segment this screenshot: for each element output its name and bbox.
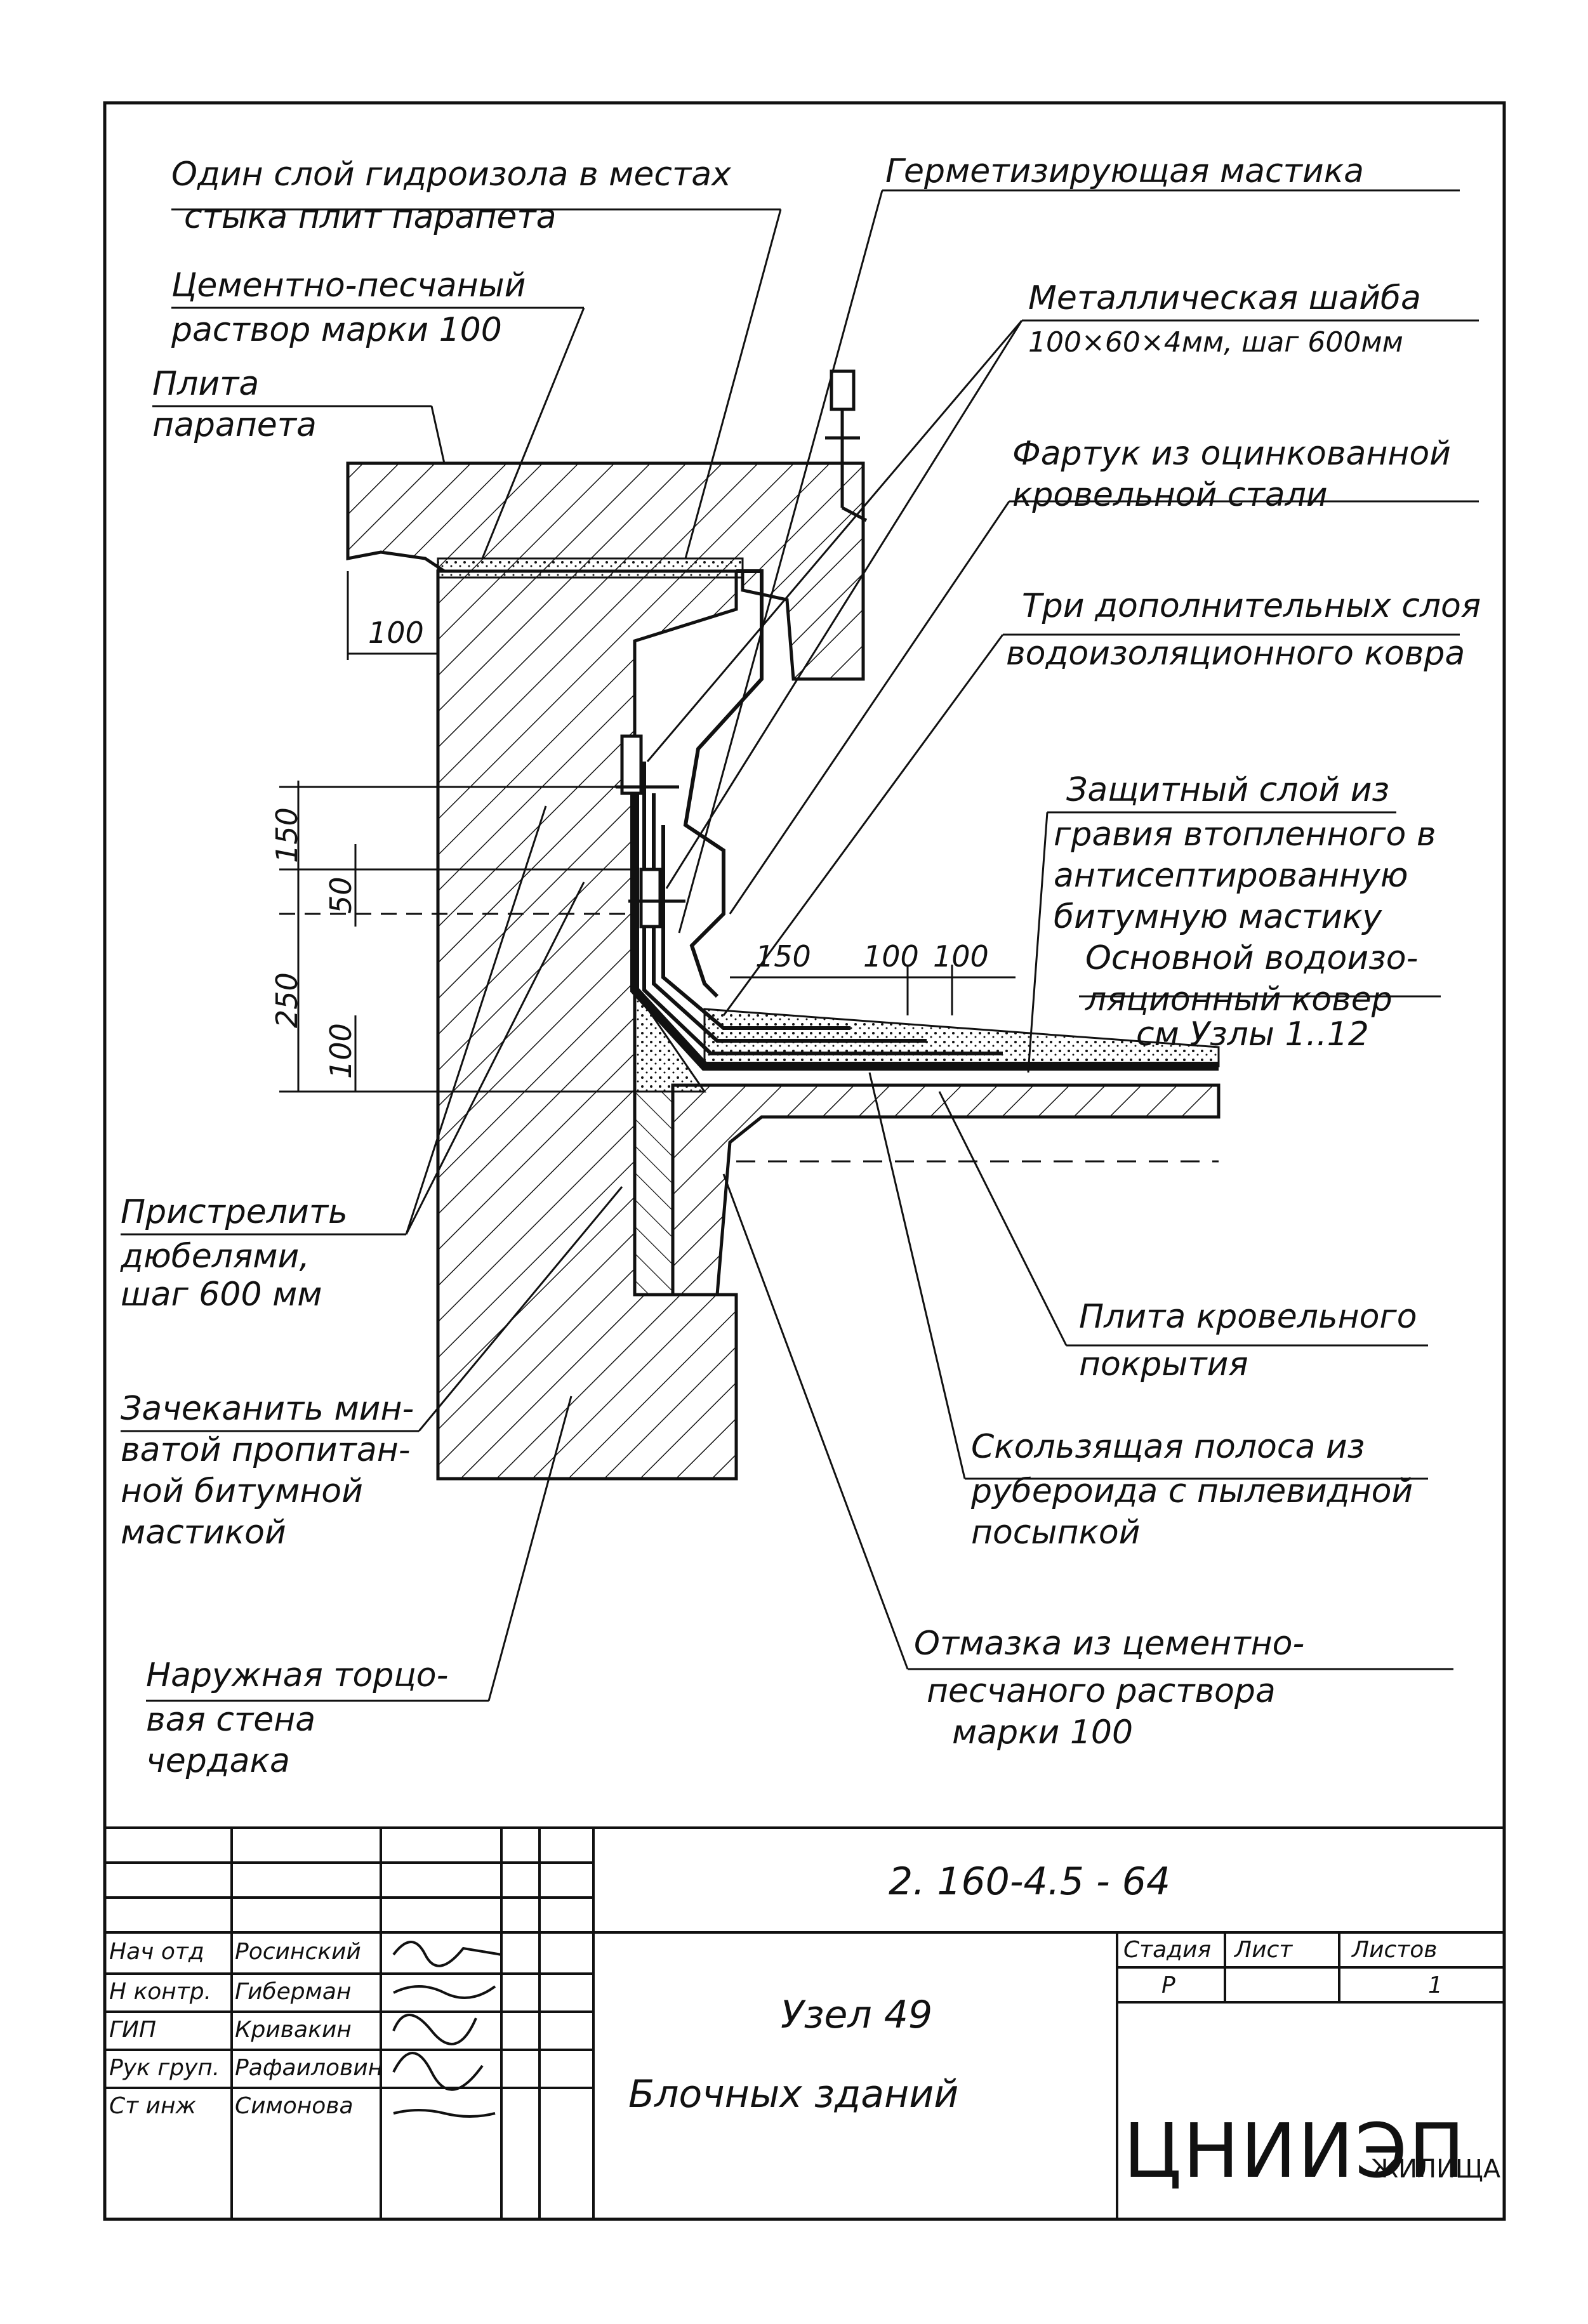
outer-wall-line1: Наружная торцо- xyxy=(146,1656,449,1694)
roof-slab-line1: Плита кровельного xyxy=(1079,1298,1417,1336)
cement-mortar-line2: раствор марки 100 xyxy=(171,311,502,349)
role-row-2: Н контр. xyxy=(109,1979,212,2005)
outer-wall-line3: чердака xyxy=(146,1742,290,1780)
protective-layer-line4: битумную мастику xyxy=(1054,898,1382,936)
apron-line2: кровельной стали xyxy=(1012,476,1328,514)
fillet-line2: песчаного раствора xyxy=(927,1672,1276,1710)
dim-150-horizontal: 150 xyxy=(755,939,811,974)
metal-washer-line1: Металлическая шайба xyxy=(1028,279,1421,317)
caulk-line3: ной битумной xyxy=(121,1472,363,1510)
dowels-line3: шаг 600 мм xyxy=(121,1276,322,1314)
hydro-layer-line1: Один слой гидроизола в местах xyxy=(171,155,731,194)
roof-slab-line2: покрытия xyxy=(1079,1345,1248,1383)
three-layers-line2: водоизоляционного ковра xyxy=(1006,635,1466,673)
role-row-4: Рук груп. xyxy=(109,2055,220,2081)
dowels-line2: дюбелями, xyxy=(121,1238,310,1276)
protective-layer-line2: гравия втопленного в xyxy=(1054,815,1436,854)
dim-100-horizontal-1: 100 xyxy=(863,939,919,974)
sheets-header: Листов xyxy=(1352,1937,1438,1963)
dim-150-vertical: 150 xyxy=(270,807,304,863)
steel-apron xyxy=(683,569,764,998)
stage-value: Р xyxy=(1161,1972,1175,1998)
anchor-bolt xyxy=(825,369,868,522)
name-row-4: Рафаиловин xyxy=(235,2055,383,2081)
caulk-line1: Зачеканить мин- xyxy=(121,1390,414,1428)
role-row-3: ГИП xyxy=(109,2017,157,2043)
name-row-5: Симонова xyxy=(235,2093,354,2119)
role-row-5: Ст инж xyxy=(109,2093,196,2119)
dim-50-vertical: 50 xyxy=(324,876,358,914)
cement-mortar-line1: Цементно-песчаный xyxy=(171,267,526,305)
signatures xyxy=(392,1941,502,2118)
sliding-strip-line1: Скользящая полоса из xyxy=(971,1428,1365,1466)
sheet-header: Лист xyxy=(1234,1937,1293,1963)
leader-lines xyxy=(121,189,1479,1702)
title-block-lines xyxy=(105,1826,1504,2219)
dim-100-top: 100 xyxy=(368,616,424,650)
sheets-value: 1 xyxy=(1428,1972,1443,1998)
dimension-lines xyxy=(279,571,1016,1093)
dowels-line1: Пристрелить xyxy=(121,1193,348,1231)
outer-wall xyxy=(436,569,738,1481)
org-logo: ЦНИИЭП xyxy=(1123,2107,1467,2195)
name-row-1: Росинский xyxy=(235,1939,361,1965)
org-suffix: ЖИЛИЩА xyxy=(1371,2155,1501,2184)
main-carpet-line2: ляционный ковер xyxy=(1085,980,1393,1019)
protective-layer-line1: Защитный слой из xyxy=(1066,771,1390,809)
stage-header: Стадия xyxy=(1123,1937,1212,1963)
title-line1: Узел 49 xyxy=(781,1993,933,2037)
name-row-3: Кривакин xyxy=(235,2017,352,2043)
sliding-strip-line2: рубероида с пылевидной xyxy=(971,1472,1413,1510)
title-line2: Блочных зданий xyxy=(628,2072,959,2116)
parapet-slab-line1: Плита xyxy=(152,365,260,403)
caulk-line4: мастикой xyxy=(121,1514,286,1552)
caulk-line2: ватой пропитан- xyxy=(121,1431,411,1469)
main-carpet-line3: см Узлы 1..12 xyxy=(1136,1015,1369,1053)
fillet-line1: Отмазка из цементно- xyxy=(914,1625,1305,1663)
doc-code: 2. 160-4.5 - 64 xyxy=(889,1859,1171,1904)
sliding-strip-line3: посыпкой xyxy=(971,1514,1141,1552)
main-carpet-line1: Основной водоизо- xyxy=(1085,939,1419,977)
role-row-1: Нач отд xyxy=(109,1939,204,1965)
dim-100-horizontal-2: 100 xyxy=(933,939,989,974)
fillet-line3: марки 100 xyxy=(952,1713,1134,1752)
parapet-slab-line2: парапета xyxy=(152,406,317,444)
three-layers-line1: Три дополнительных слоя xyxy=(1022,587,1481,625)
name-row-2: Гиберман xyxy=(235,1979,352,2005)
dim-250-vertical: 250 xyxy=(270,972,304,1028)
hydro-layer-line2: стыка плит парапета xyxy=(184,198,557,236)
sheet-frame xyxy=(103,101,1506,2221)
apron-line1: Фартук из оцинкованной xyxy=(1012,435,1451,473)
sealing-mastic-label: Герметизирующая мастика xyxy=(885,152,1364,190)
roof-slab xyxy=(671,1083,1221,1297)
metal-washer-line2: 100×60×4мм, шаг 600мм xyxy=(1028,326,1403,359)
protective-layer-line3: антисептированную xyxy=(1054,857,1408,895)
mineral-wool xyxy=(633,1090,674,1296)
dim-100-vertical: 100 xyxy=(324,1023,358,1079)
gravel-layer xyxy=(703,1008,1220,1067)
outer-wall-line2: вая стена xyxy=(146,1701,316,1739)
